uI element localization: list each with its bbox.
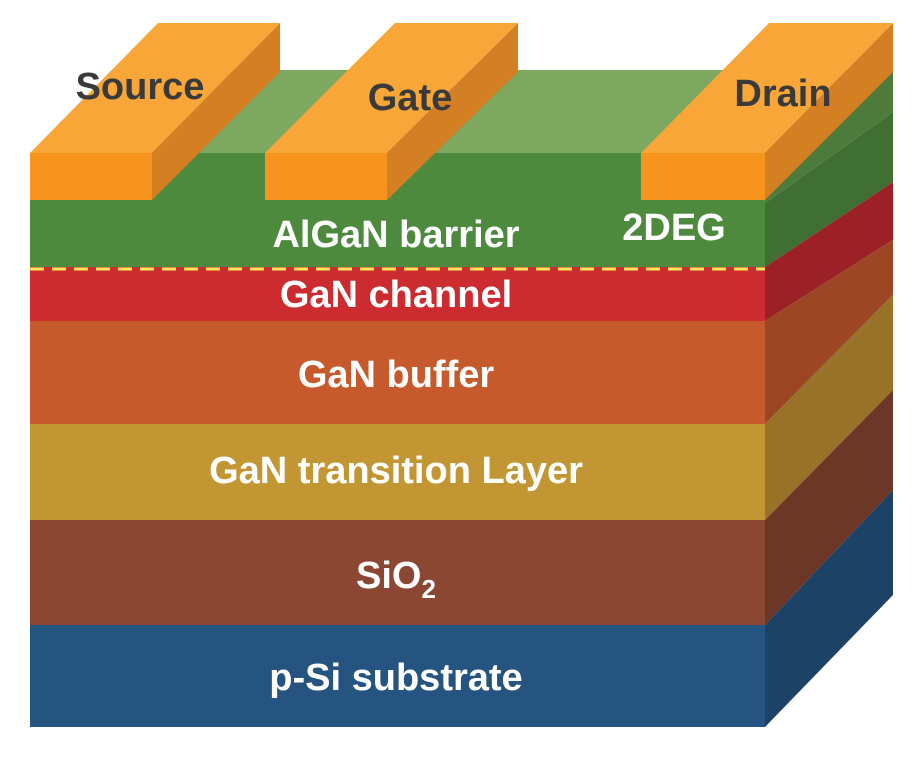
p-si-side-face [765, 490, 893, 727]
gate-contact-front [265, 153, 387, 200]
drain-contact [641, 23, 893, 200]
gan-channel-label: GaN channel [280, 274, 512, 316]
gan-transition-side-face [765, 295, 893, 520]
drain-contact-side [765, 23, 893, 200]
twodeg-label: 2DEG [622, 207, 725, 249]
source-contact-top [30, 23, 280, 153]
gate-contact [265, 23, 518, 200]
source-label: Source [76, 66, 205, 108]
gan-transition-label: GaN transition Layer [209, 450, 583, 492]
p-si-front-face [30, 625, 765, 727]
sio2-label: SiO2 [356, 555, 436, 604]
drain-contact-top [641, 23, 893, 153]
gan-buffer-side-face [765, 240, 893, 424]
p-si-substrate-label: p-Si substrate [269, 657, 522, 699]
algan-barrier-label: AlGaN barrier [272, 214, 519, 256]
gan-channel-front-face [30, 267, 765, 321]
algan-side-face [765, 112, 893, 267]
sio2-label-main: SiO [356, 555, 421, 597]
gate-label: Gate [368, 77, 452, 119]
gate-contact-side [387, 23, 518, 200]
gan-channel-side-face [765, 182, 893, 321]
sio2-front-face [30, 520, 765, 625]
drain-label: Drain [734, 73, 831, 115]
sio2-side-face [765, 390, 893, 625]
sio2-label-subscript: 2 [422, 574, 436, 604]
source-contact-side [152, 23, 280, 200]
gate-contact-top [265, 23, 518, 153]
gan-transition-front-face [30, 424, 765, 520]
gan-buffer-label: GaN buffer [298, 354, 495, 396]
source-contact [30, 23, 280, 200]
source-contact-front [30, 153, 152, 200]
drain-contact-front [641, 153, 765, 200]
gan-buffer-front-face [30, 321, 765, 424]
